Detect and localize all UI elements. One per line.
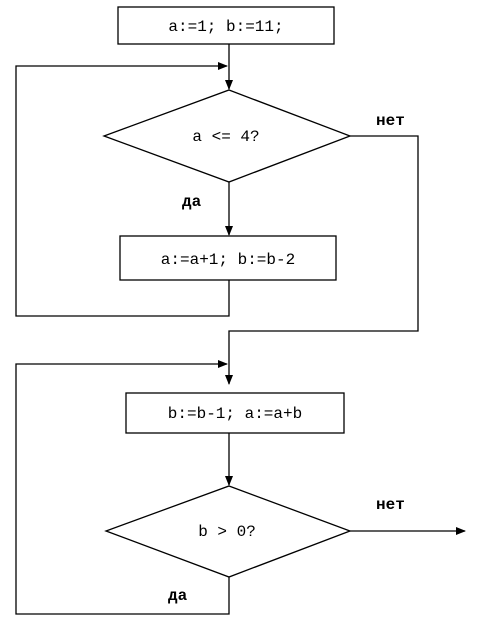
condition-2-diamond: b > 0? [104,485,352,578]
connector-condition-1-no [225,135,419,385]
condition-1-text: a <= 4? [192,128,259,146]
condition-1-diamond: a <= 4? [102,89,352,183]
loop-body-1-text: a:=a+1; b:=b-2 [161,251,295,269]
init-block-text: a:=1; b:=11; [168,18,283,36]
loop-body-2-text: b:=b-1; a:=a+b [168,405,302,423]
condition-1-no-label: нет [376,112,405,130]
loop-body-2-block: b:=b-1; a:=a+b [125,392,345,434]
condition-2-no-label: нет [376,496,405,514]
condition-2-text: b > 0? [198,523,256,541]
loop-body-1-block: a:=a+1; b:=b-2 [119,235,337,281]
condition-1-yes-label: да [182,193,202,211]
connector-loop-back-1 [15,62,230,317]
init-block: a:=1; b:=11; [117,6,335,45]
connector-loop-back-2 [15,360,230,615]
condition-2-yes-label: да [168,587,188,605]
